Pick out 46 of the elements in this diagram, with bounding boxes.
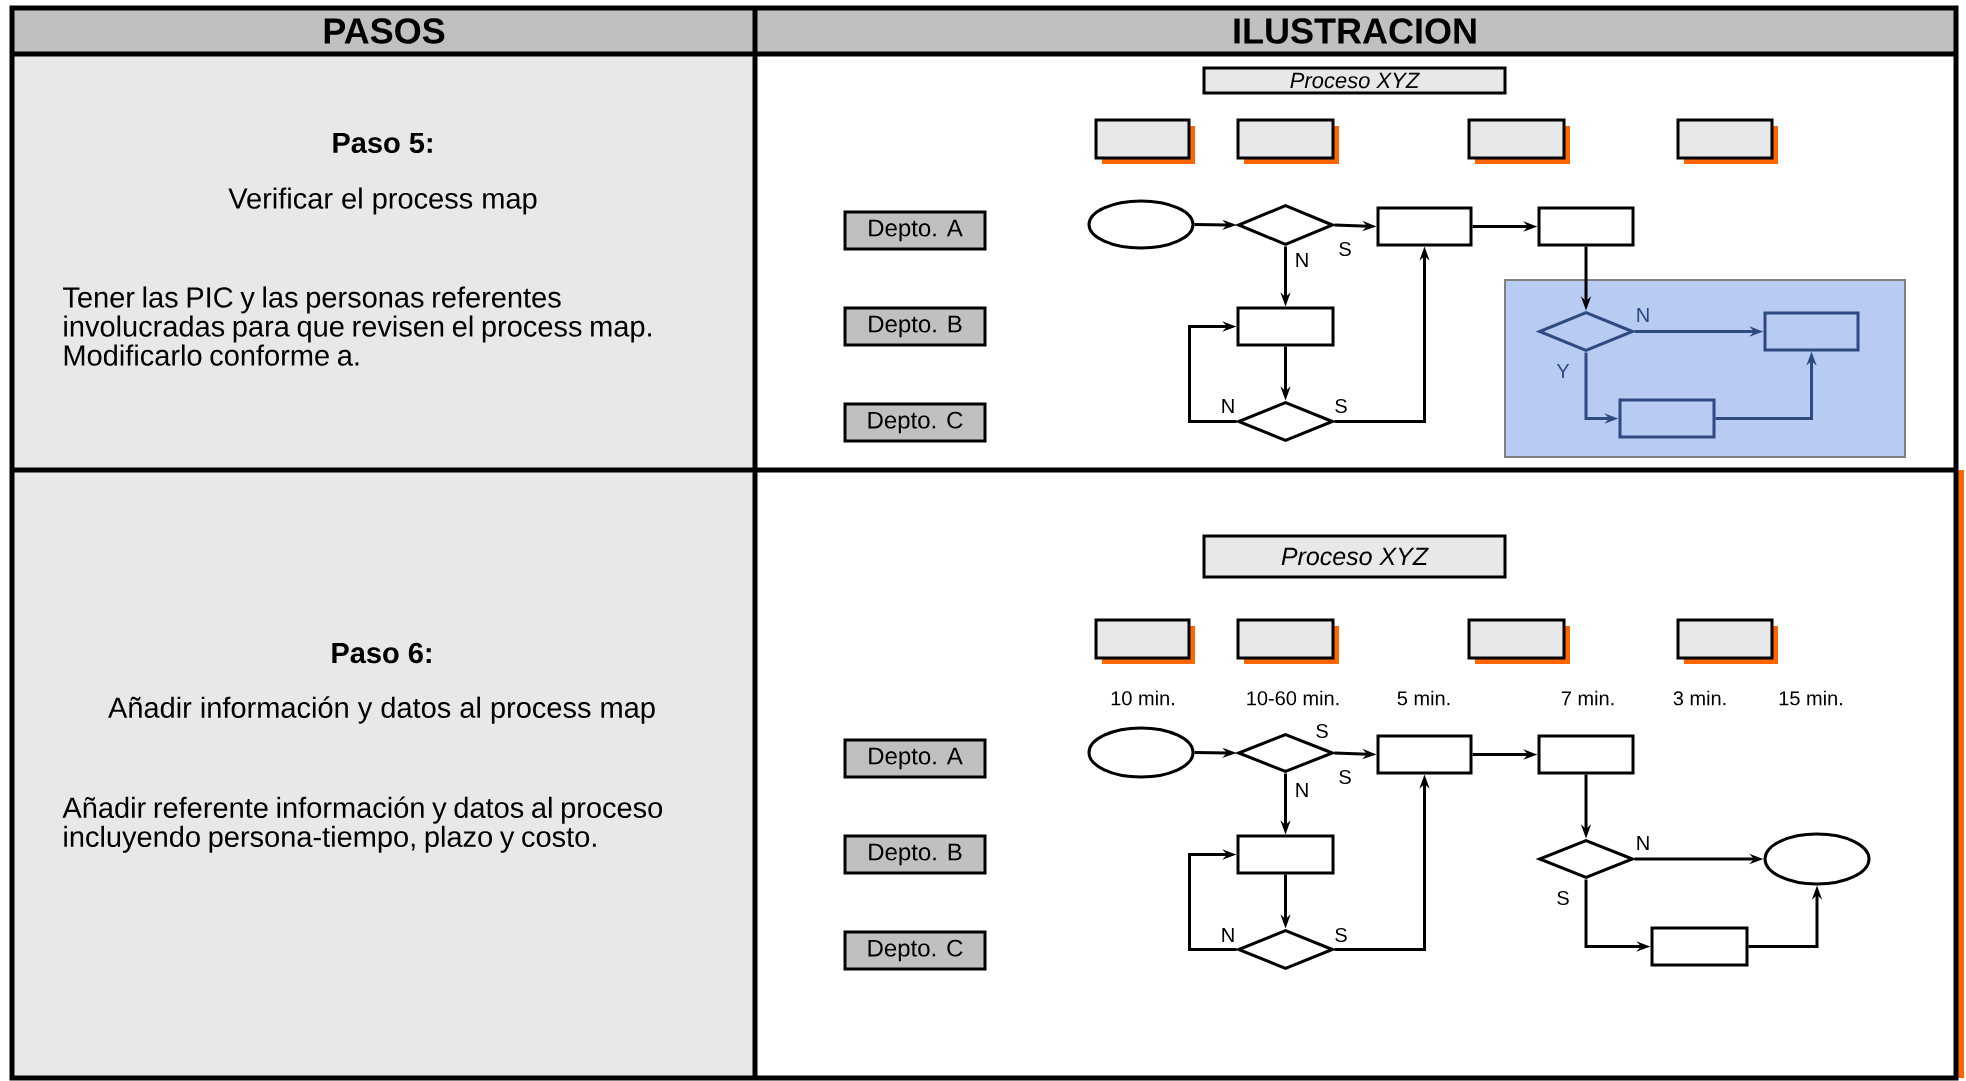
process-box bbox=[1537, 734, 1635, 775]
duration-label: 7 min. bbox=[1561, 690, 1614, 706]
process-box bbox=[1618, 398, 1716, 439]
terminal-ellipse bbox=[1087, 726, 1195, 779]
title-box: Proceso XYZ bbox=[1202, 66, 1507, 95]
step-subtitle: Añadir información y datos al process map bbox=[108, 696, 655, 724]
column-header: PASOS bbox=[324, 18, 445, 44]
step-description: Tener las PIC y las personas referentes involucradas para que revisen el process map. Modificarlo conforme a. bbox=[63, 286, 651, 366]
department-box: Depto. A bbox=[843, 210, 987, 251]
duration-label: 10 min. bbox=[1111, 690, 1174, 706]
duration-label: 3 min. bbox=[1673, 690, 1726, 706]
step-title: Paso 6: bbox=[332, 642, 431, 664]
department-box: Depto. A bbox=[843, 738, 987, 779]
department-box: Depto. C bbox=[843, 930, 987, 971]
step-title: Paso 5: bbox=[333, 132, 432, 154]
process-box bbox=[1376, 734, 1473, 775]
process-box bbox=[1537, 206, 1635, 247]
column-header: ILUSTRACION bbox=[1234, 18, 1476, 44]
edge-label: Y bbox=[1554, 362, 1572, 380]
department-box: Depto. B bbox=[843, 306, 987, 347]
header-box bbox=[1236, 618, 1339, 664]
process-box bbox=[1376, 206, 1473, 247]
process-box bbox=[1650, 926, 1749, 967]
process-box bbox=[1763, 311, 1860, 352]
branch-label: S bbox=[1316, 723, 1328, 739]
header-box bbox=[1467, 618, 1570, 664]
department-box: Depto. C bbox=[843, 402, 987, 443]
duration-label: 10-60 min. bbox=[1247, 690, 1339, 706]
arrow bbox=[1188, 849, 1237, 951]
terminal-ellipse bbox=[1763, 832, 1871, 886]
process-box bbox=[1236, 834, 1335, 875]
arrow bbox=[1188, 321, 1237, 423]
duration-label: 5 min. bbox=[1397, 690, 1450, 706]
step-subtitle: Verificar el process map bbox=[228, 187, 537, 215]
header-box bbox=[1467, 118, 1570, 164]
department-box: Depto. B bbox=[843, 834, 987, 875]
process-box bbox=[1236, 306, 1335, 347]
header-box bbox=[1094, 118, 1195, 164]
header-box bbox=[1676, 118, 1778, 164]
terminal-ellipse bbox=[1087, 199, 1195, 250]
title-box: Proceso XYZ bbox=[1202, 534, 1507, 579]
duration-label: 15 min. bbox=[1779, 690, 1842, 706]
header-box bbox=[1676, 618, 1778, 664]
header-box bbox=[1094, 618, 1195, 664]
step-description: Añadir referente información y datos al proceso incluyendo persona-tiempo, plazo y costo. bbox=[62, 796, 663, 853]
header-box bbox=[1236, 118, 1339, 164]
